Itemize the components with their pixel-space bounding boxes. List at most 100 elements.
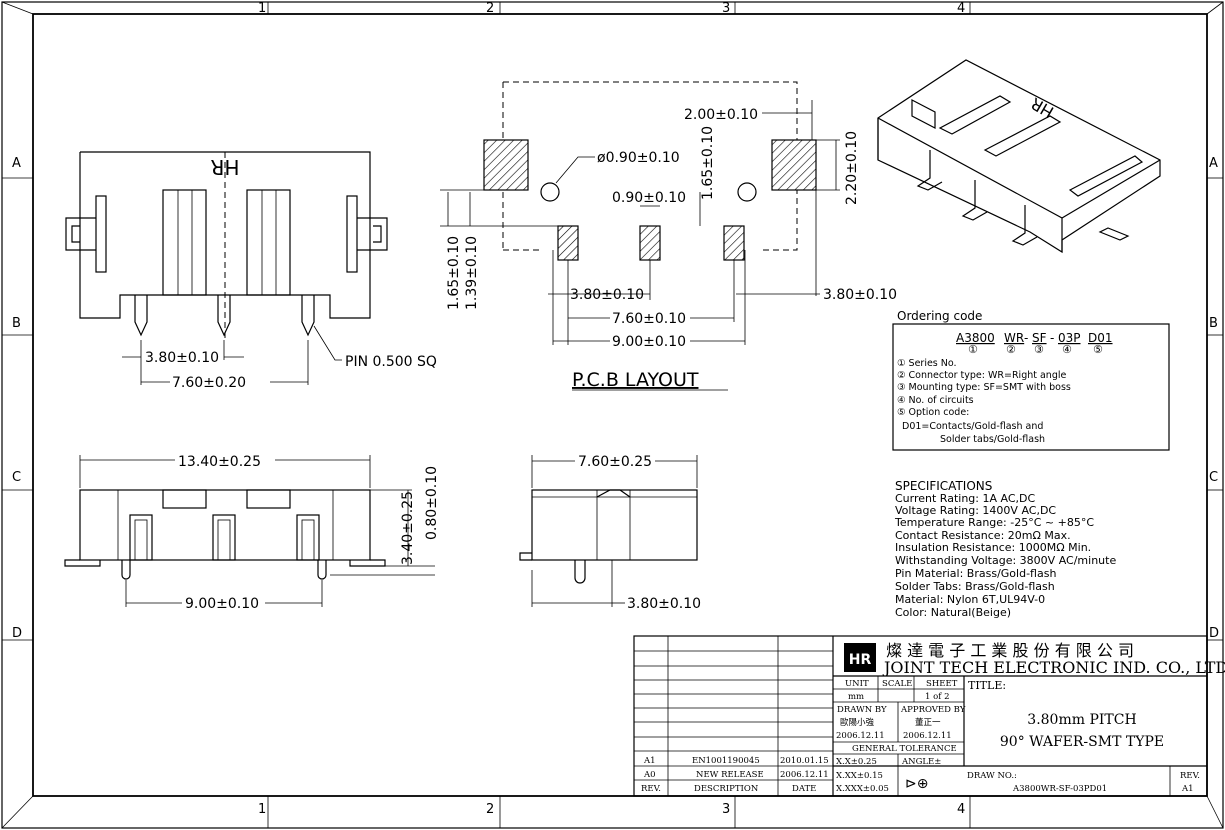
title-label: TITLE: [968, 679, 1006, 692]
spec-line-4: Contact Resistance: 20mΩ Max. [895, 529, 1071, 542]
rev-row-2-desc: NEW RELEASE [696, 770, 764, 780]
dim-pcb-hole-dia: ø0.90±0.10 [597, 150, 680, 166]
zone-row-b-right: B [1209, 316, 1218, 331]
ordering-code-type: WR [1004, 331, 1024, 345]
rev-header-desc: DESCRIPTION [694, 784, 759, 794]
dim-pcb-pitch: 3.80±0.10 [570, 287, 644, 303]
ordering-marker-1: ① [968, 343, 978, 356]
zone-row-d-left: D [12, 626, 22, 641]
zone-col-2-top: 2 [486, 1, 494, 16]
title-line-1: 3.80mm PITCH [1027, 712, 1136, 728]
dim-side-depth: 7.60±0.25 [578, 454, 652, 470]
dim-side-offset: 3.80±0.10 [627, 596, 701, 612]
ordering-marker-3: ③ [1034, 343, 1044, 356]
spec-heading: SPECIFICATIONS [895, 479, 992, 493]
ordering-marker-4: ④ [1062, 343, 1072, 356]
drawn-by-name: 歐陽小強 [840, 717, 875, 728]
ordering-item-4: ④ No. of circuits [897, 395, 974, 406]
ordering-marker-2: ② [1006, 343, 1016, 356]
front-view: 13.40±0.25 3.40±0.25 0.80±0.10 9.00±0.10 [64, 454, 440, 612]
company-name-cn: 燦 達 電 子 工 業 股 份 有 限 公 司 [886, 641, 1134, 660]
ordering-item-6: D01=Contacts/Gold-flash and [902, 421, 1043, 432]
rev-header-rev: REV. [641, 784, 661, 794]
drawing-no-label: DRAW NO.: [967, 771, 1017, 781]
dim-pcb-left-2: 1.39±0.10 [464, 236, 480, 310]
spec-line-7: Pin Material: Brass/Gold-flash [895, 567, 1056, 580]
rev-label: REV. [1180, 771, 1200, 781]
drawn-date: 2006.12.11 [836, 731, 885, 741]
drawing-no-value: A3800WR-SF-03PD01 [1012, 784, 1107, 794]
tolerance-xx: X.XX±0.15 [836, 771, 883, 781]
rev-row-1-date: 2010.01.15 [780, 756, 829, 766]
spec-line-10: Color: Natural(Beige) [895, 606, 1011, 619]
zone-col-4-top: 4 [957, 1, 965, 16]
dim-pcb-row-offset: 1.65±0.10 [700, 126, 716, 200]
spec-line-1: Current Rating: 1A AC,DC [895, 492, 1035, 505]
spec-line-9: Material: Nylon 6T,UL94V-0 [895, 593, 1045, 606]
ordering-item-7: Solder tabs/Gold-flash [940, 434, 1045, 445]
company-logo-text: HR [849, 652, 872, 668]
projection-symbol-icon: ⊳⊕ [905, 776, 928, 792]
zone-labels: 1 2 3 4 1 2 3 4 A B C D A B C D [12, 1, 1219, 817]
zone-row-b-left: B [12, 316, 21, 331]
dim-pcb-boss-width: 2.00±0.10 [684, 107, 758, 123]
tolerance-x: X.X±0.25 [836, 757, 877, 767]
dim-front-boss: 0.80±0.10 [424, 466, 440, 540]
rev-row-1-desc: EN1001190045 [692, 756, 760, 766]
dim-pcb-left-1: 1.65±0.10 [446, 236, 462, 310]
zone-row-c-right: C [1209, 470, 1218, 485]
tolerance-label: GENERAL TOLERANCE [852, 744, 957, 754]
ordering-code-circuits: 03P [1058, 331, 1081, 345]
ordering-code-mount: SF [1032, 331, 1047, 345]
top-view: HR 3.80±0.10 7.60±0.20 PIN 0.500 SQ [65, 151, 437, 391]
pcb-layout-title: P.C.B LAYOUT [572, 369, 699, 391]
zone-col-1-bottom: 1 [258, 802, 266, 817]
side-view: 7.60±0.25 3.80±0.10 [519, 454, 701, 612]
zone-col-2-bottom: 2 [486, 802, 494, 817]
spec-line-6: Withstanding Voltage: 3800V AC/minute [895, 554, 1116, 567]
zone-col-3-bottom: 3 [722, 802, 730, 817]
specifications: SPECIFICATIONS Current Rating: 1A AC,DC … [894, 479, 1116, 619]
ordering-item-5: ⑤ Option code: [897, 407, 969, 418]
zone-col-4-bottom: 4 [957, 802, 965, 817]
sheet-value: 1 of 2 [925, 692, 949, 702]
approved-by-label: APPROVED BY [900, 705, 966, 715]
approved-by-name: 董正一 [915, 717, 941, 728]
title-block: HR 燦 達 電 子 工 業 股 份 有 限 公 司 JOINT TECH EL… [633, 635, 1225, 797]
zone-row-c-left: C [12, 470, 21, 485]
spec-line-3: Temperature Range: -25°C ~ +85°C [894, 516, 1094, 529]
dim-pin-size: PIN 0.500 SQ [345, 354, 437, 370]
ordering-code-series: A3800 [956, 331, 995, 345]
dim-pcb-boss-height: 2.20±0.10 [844, 131, 860, 205]
dim-top-span: 7.60±0.20 [172, 375, 246, 391]
top-view-hr-marking: HR [210, 155, 239, 179]
dim-front-height: 3.40±0.25 [400, 491, 416, 565]
drawn-by-label: DRAWN BY [837, 705, 887, 715]
dim-front-boss-pitch: 9.00±0.10 [185, 596, 259, 612]
rev-row-2-date: 2006.12.11 [780, 770, 829, 780]
dim-pcb-overall: 9.00±0.10 [612, 334, 686, 350]
title-line-2: 90° WAFER-SMT TYPE [1000, 734, 1164, 750]
sheet-label: SHEET [926, 679, 958, 689]
dim-pcb-span: 7.60±0.10 [612, 311, 686, 327]
spec-line-2: Voltage Rating: 1400V AC,DC [895, 504, 1056, 517]
ordering-item-2: ② Connector type: WR=Right angle [897, 370, 1066, 381]
spec-line-5: Insulation Resistance: 1000MΩ Min. [895, 541, 1091, 554]
ordering-item-3: ③ Mounting type: SF=SMT with boss [897, 382, 1071, 393]
zone-row-a-left: A [12, 156, 21, 171]
unit-value: mm [848, 692, 864, 702]
zone-col-3-top: 3 [722, 1, 730, 16]
ordering-item-1: ① Series No. [897, 358, 957, 369]
ordering-code-sep-1: - [1024, 331, 1028, 345]
dim-pcb-boss-offset: 3.80±0.10 [823, 287, 897, 303]
approved-date: 2006.12.11 [903, 731, 952, 741]
ordering-heading: Ordering code [897, 309, 982, 323]
dim-top-pitch: 3.80±0.10 [145, 350, 219, 366]
dim-front-length: 13.40±0.25 [178, 454, 261, 470]
rev-value: A1 [1181, 784, 1194, 794]
angle-label: ANGLE± [901, 757, 941, 767]
company-logo [844, 643, 876, 672]
rev-row-1-rev: A1 [643, 756, 656, 766]
